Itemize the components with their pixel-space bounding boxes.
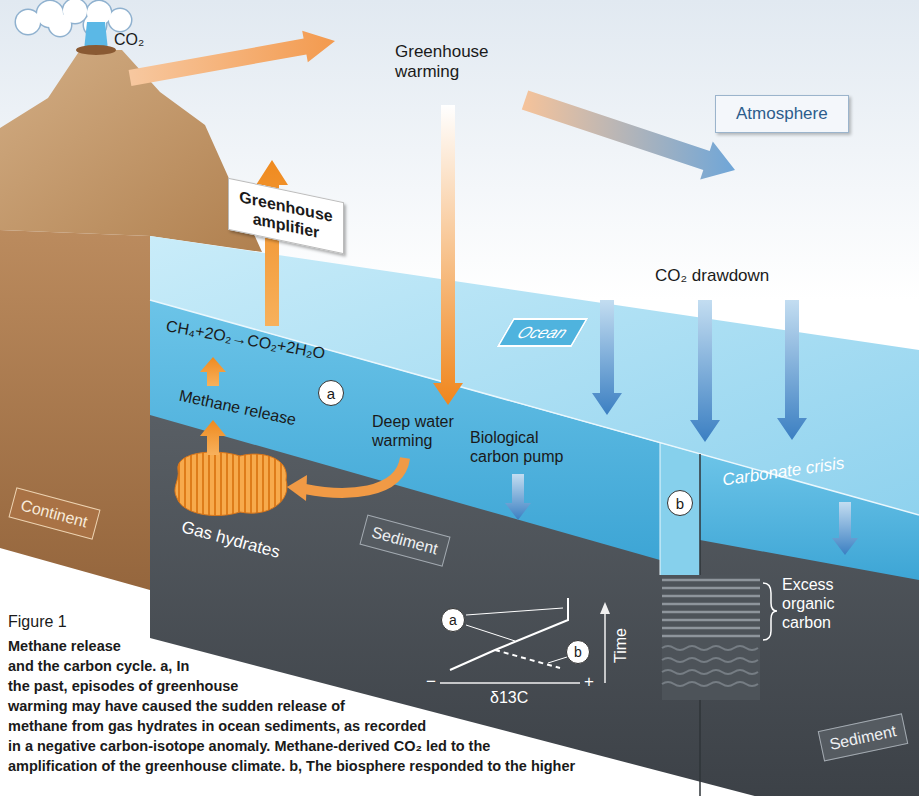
emission-arrow [129, 31, 335, 86]
warming-arrow [433, 105, 463, 405]
layer-ground [662, 575, 760, 700]
process-label: Biological carbon pump [470, 428, 578, 466]
ocean-front-face [150, 300, 660, 560]
gas-label: CO₂ [114, 30, 144, 49]
process-label: Deep water warming [372, 412, 467, 450]
node-text: b [676, 496, 684, 511]
release-arrow [200, 357, 226, 386]
axis-sign: + [584, 672, 594, 692]
block-edge [660, 443, 661, 575]
deposit-label: Excess organic carbon [782, 575, 862, 632]
callout-circle: a [318, 380, 344, 406]
axis-head [600, 602, 610, 614]
ocean-front-face [700, 454, 919, 580]
atmosphere-box: Atmosphere [715, 95, 849, 133]
warming-arrow [305, 458, 405, 493]
node-text: a [449, 613, 457, 627]
leader-line [466, 625, 515, 641]
arrow-head [287, 475, 307, 501]
figure-number: Figure 1 [8, 612, 67, 631]
axis-title: δ13C [490, 688, 528, 707]
cloud-puff [16, 10, 40, 34]
node-text: b [574, 645, 582, 659]
continent-face [0, 230, 150, 590]
node-text: Atmosphere [736, 104, 828, 124]
drawdown-arrow [690, 300, 720, 442]
graph-axis [440, 682, 580, 684]
leader-line [548, 657, 567, 663]
node-text: Ocean [514, 323, 572, 342]
drawdown-arrow [592, 300, 622, 415]
callout-circle: b [667, 490, 693, 516]
sediment-layers [662, 575, 760, 700]
cloud-fill [109, 9, 131, 31]
layer-lines [662, 580, 760, 636]
process-label: CO₂ drawdown [655, 266, 769, 286]
time-axis [604, 612, 606, 683]
eruption-cloud [16, 0, 131, 36]
release-arrow [200, 420, 226, 455]
axis-sign: − [426, 672, 436, 692]
process-label: Greenhouse warming [395, 42, 520, 82]
node-text: a [327, 386, 335, 401]
isotope-graph [440, 598, 610, 683]
cloud-fill [16, 10, 40, 34]
cloud-puff [109, 9, 131, 31]
axis-title: Time [610, 628, 629, 663]
isotope-curve-dashed [495, 650, 560, 668]
block-edge [150, 300, 919, 515]
callout-circle: a [441, 608, 465, 632]
drawdown-arrow [777, 300, 807, 440]
gas-hydrate-body [175, 452, 287, 515]
callout-circle: b [566, 640, 590, 664]
pump-arrow [505, 474, 531, 520]
volcano-crater [76, 45, 116, 55]
leader-line [466, 608, 563, 615]
cloud-puff [49, 14, 71, 36]
caption-block: Methane release and the carbon cycle. a,… [8, 636, 913, 796]
crisis-arrow [832, 502, 858, 555]
layer-bracket [763, 583, 777, 640]
layer-waves [662, 646, 758, 686]
isotope-curve [450, 598, 568, 670]
flow-arrow [522, 91, 735, 180]
cloud-fill [49, 14, 71, 36]
water-column-cut [660, 443, 700, 575]
